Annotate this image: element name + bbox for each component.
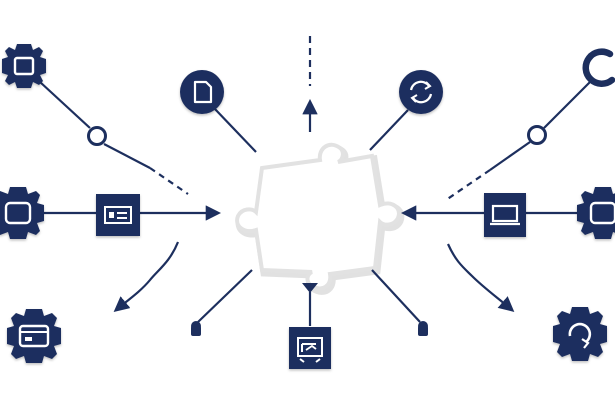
connector-top-left-dashed xyxy=(149,167,189,195)
connector-refresh xyxy=(369,109,409,151)
gear-window-bottom-left xyxy=(7,309,61,363)
square-icon xyxy=(13,56,35,76)
connector-pin-right xyxy=(371,269,421,323)
pin-left-icon xyxy=(191,321,201,336)
square-icon xyxy=(589,201,615,225)
gear-square-top-left xyxy=(2,44,46,88)
gear-square-mid-left xyxy=(0,187,44,239)
gear-shape-icon xyxy=(553,307,607,361)
link-ring-left xyxy=(87,126,107,146)
pin-right-icon xyxy=(418,321,428,336)
connector-top-right-a xyxy=(543,81,591,129)
id-card-icon xyxy=(104,206,132,224)
connector-document xyxy=(213,107,257,153)
gear-shape-icon xyxy=(577,187,615,239)
link-ring-right xyxy=(527,125,547,145)
ring-icon xyxy=(582,48,615,87)
square-chart-bottom xyxy=(289,327,331,369)
connector-pin-left xyxy=(197,269,253,323)
ring-top-right xyxy=(582,48,615,87)
connectors xyxy=(39,36,591,326)
gear-shape-icon xyxy=(2,44,46,88)
gear-shape-icon xyxy=(7,309,61,363)
square-id-card-left xyxy=(96,194,140,236)
square-icon xyxy=(4,201,32,225)
puzzle-hub-body xyxy=(235,142,401,291)
connector-top-left-a xyxy=(39,81,91,129)
puzzle-hub xyxy=(235,142,405,295)
circle-document-left xyxy=(180,70,224,114)
connector-top-right-dashed xyxy=(445,169,491,201)
monitor-icon xyxy=(490,204,520,226)
connector-curve-bottom-right xyxy=(446,243,515,313)
connector-top-left-b xyxy=(103,143,151,169)
window-icon xyxy=(18,324,50,348)
connector-top-right-b xyxy=(489,141,531,171)
gear-square-mid-right xyxy=(577,187,615,239)
document-icon xyxy=(193,80,213,104)
square-monitor-right xyxy=(484,193,526,237)
gear-refresh-bottom-right xyxy=(553,307,607,361)
circle-refresh-right xyxy=(399,70,443,114)
gear-shape-icon xyxy=(0,187,44,239)
chart-icon xyxy=(297,337,323,363)
bottom-arrowhead xyxy=(302,283,318,293)
refresh-icon xyxy=(568,322,592,344)
connector-curve-bottom-left xyxy=(113,241,180,312)
